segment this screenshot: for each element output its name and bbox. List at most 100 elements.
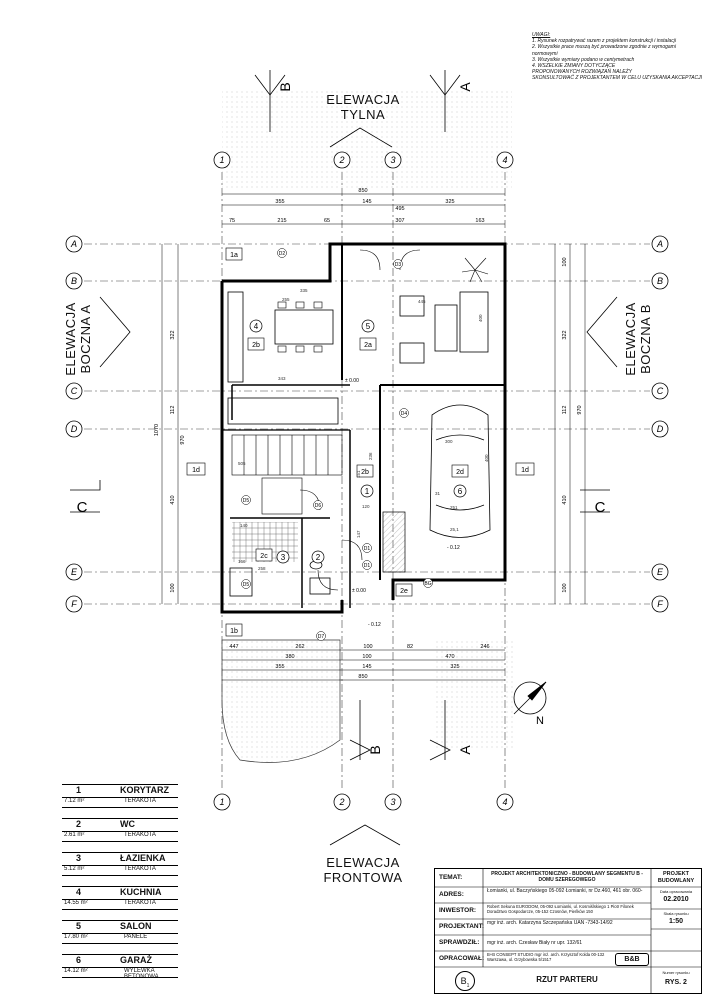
drawing-date: 02.2010 [663,896,689,903]
dim-bottom-row3: 355 [275,664,284,670]
room-entry: 5 SALON 17.80 m² PANELE [62,920,178,947]
room-name: GARAŻ [120,955,152,965]
elevation-side-a: ELEWACJA BOCZNA A [63,289,97,389]
room-material: TERAKOTA [124,832,156,838]
room-material: PANELE [124,934,148,940]
section-mark-b: B [367,745,383,754]
dim-top-row2: 307 [395,218,404,224]
sofa [459,291,489,353]
room-entry: 1 KORYTARZ 7.12 m² TERAKOTA [62,784,178,811]
elevation-side-a-line1: ELEWACJA [63,302,78,376]
dim-top-row1: 325 [445,199,454,205]
room-tag-3: 3 [281,553,286,562]
elevation-front-line2: FRONTOWA [323,870,403,885]
axis-label-4: 4 [502,155,507,165]
room-number: 4 [76,887,82,897]
plan-dim: 147 [356,530,361,538]
room-area: 14.55 m² [64,900,88,906]
axis-label-2: 2 [338,155,344,165]
section-mark-c: C [595,499,606,516]
prepared-value: B+B CONSEPT STUDIO mgr inż. arch. Krzysz… [487,952,605,962]
notes-line: normowymi [532,50,558,57]
room-name: KUCHNIA [120,887,162,897]
front-path [221,639,341,763]
elevation-side-a-line2: BOCZNA A [78,304,93,374]
axis-label-e: E [71,567,78,577]
marker-d1: D1 [364,563,371,569]
axis-label-d: D [657,424,664,434]
room-material: TERAKOTA [124,866,156,872]
sub-tag-2b: 2b [252,342,260,349]
sub-tag-1d: 1d [192,467,200,474]
plan-dim: 151 [356,470,361,478]
dining-table [274,309,334,345]
studio-logo: B&B [615,953,649,966]
address-value: Łomianki, ul. Baczyńskiego 05-092 Łomian… [487,888,643,894]
armchair [399,295,425,317]
room-area: 2.61 m² [64,832,85,838]
segment-sub: 1 [466,982,470,989]
dim-left-inner: 410 [170,495,176,504]
sub-tag-2e: 2e [400,588,408,595]
plan-dim: 236 [368,452,373,460]
plan-dim: 343 [278,376,286,381]
notes-line: 3. Wszystkie wymiary podano w centymetra… [532,56,635,63]
plan-dim: 400 [478,314,483,322]
axis-label-b: B [657,276,663,286]
prepared-label: OPRACOWAŁ: [439,955,485,962]
dim-right-inner: 410 [562,495,568,504]
dim-total-top: 850 [358,188,367,194]
room-number: 6 [76,955,82,965]
stage-title: PROJEKT BUDOWLANY [657,871,695,884]
drawing-title: RZUT PARTERU [536,975,598,984]
checker-value: mgr inż. arch. Czesław Biały nr upr. 132… [487,940,583,946]
axis-label-1: 1 [219,797,224,807]
plan-dim: 258 [258,566,266,571]
room-tag-4: 4 [254,322,259,331]
elevation-rear-line2: TYLNA [340,107,386,122]
marker-d5: D5 [243,582,250,588]
elevation-side-b: ELEWACJA BOCZNA B [623,289,657,389]
marker-d2: D2 [279,251,286,257]
room-tag-6: 6 [458,487,463,496]
room-entry: 6 GARAŻ 14.12 m² WYLEWKA BETONOWA [62,954,178,981]
sheet-caption: Numer rysunku [662,970,690,975]
room-area: 14.12 m² [64,968,88,974]
dim-top-row1: 495 [395,206,404,212]
dim-left-inner: 100 [170,583,176,592]
wc-fixture [309,577,331,595]
level-mark: ± 0.00 [352,588,366,594]
axis-label-c: C [71,386,78,396]
room-area: 7.12 m² [64,798,85,804]
drawing-scale: 1:50 [668,918,683,925]
axis-label-2: 2 [338,797,344,807]
general-notes: UWAGI: 1. Rysunek rozpatrywać razem z pr… [532,32,702,82]
elevation-rear: ELEWACJA TYLNA [318,92,408,122]
axis-label-d: D [71,424,78,434]
plan-dim: 166 [238,559,246,564]
staircase [231,434,343,515]
sub-tag-1d: 1d [521,467,529,474]
dim-top-row1: 355 [275,199,284,205]
designer-label: PROJEKTANT: [439,923,485,930]
marker-d3: D3 [395,262,402,268]
dim-bottom-row1: 100 [363,644,372,650]
sub-tag-2b: 2b [361,469,369,476]
dim-bottom-row1: 82 [407,644,413,650]
sheet-number: RYS. 2 [665,979,687,986]
plan-dim: 31 [435,491,441,496]
marker-bg: BG [424,581,431,587]
dim-top-row2: 163 [475,218,484,224]
garage-storage [382,511,406,573]
notes-line: PROPONOWANYCH ROZWIĄZAŃ NALEŻY [532,69,632,76]
room-material: TERAKOTA [124,900,156,906]
axis-label-b: B [71,276,77,286]
axis-label-1: 1 [219,155,224,165]
dim-top-row1: 145 [362,199,371,205]
notes-line: 2. Wszystkie prace muszą być prowadzone … [532,44,676,51]
room-entry: 3 ŁAZIENKA 5.12 m² TERAKOTA [62,852,178,879]
dim-bottom-row1: 447 [229,644,238,650]
dim-bottom-row2: 470 [445,654,454,660]
checker-label: SPRAWDZIŁ: [439,939,480,946]
room-name: SALON [120,921,152,931]
